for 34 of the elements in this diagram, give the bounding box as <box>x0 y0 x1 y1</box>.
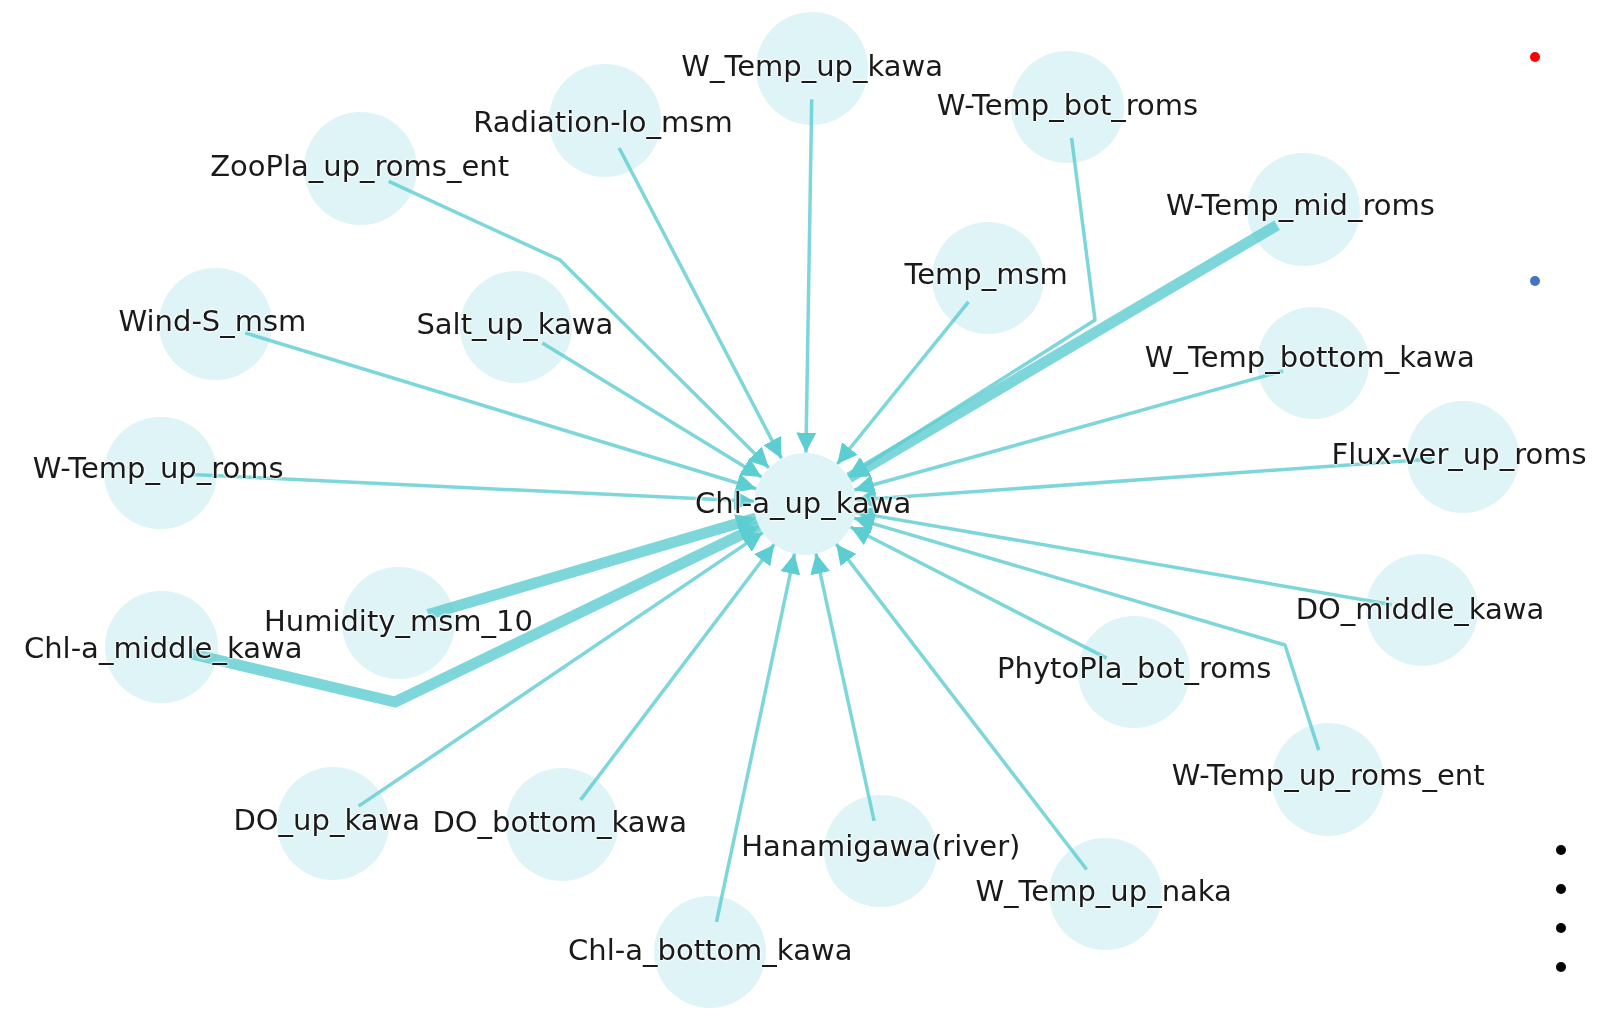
arrow <box>835 300 970 466</box>
node-label: Wind-S_msm <box>118 305 307 339</box>
arrow <box>388 179 771 469</box>
node-label: W-Temp_up_roms <box>32 452 284 486</box>
node-label: Chl-a_bottom_kawa <box>568 933 853 967</box>
arrow <box>796 99 817 453</box>
arrow <box>357 530 764 808</box>
node-label: W-Temp_mid_roms <box>1166 188 1435 223</box>
node-label: ZooPla_up_roms_ent <box>210 150 510 184</box>
arrow <box>244 331 757 493</box>
node-label: Flux-ver_up_roms <box>1331 438 1587 472</box>
node-label: W-Temp_up_roms_ent <box>1171 758 1485 793</box>
arrow <box>714 553 801 923</box>
node-label: W_Temp_bottom_kawa <box>1144 341 1475 375</box>
arrow <box>849 525 1108 660</box>
arrow <box>834 543 1088 871</box>
arrow <box>853 369 1284 495</box>
node-label: DO_up_kawa <box>233 803 420 838</box>
node-label: Radiation-lo_msm <box>473 106 733 140</box>
node-label: Hanamigawa(river) <box>741 830 1021 864</box>
node-label: PhytoPla_bot_roms <box>997 651 1272 685</box>
arrow <box>617 147 783 460</box>
node-label: W_Temp_up_naka <box>975 875 1232 909</box>
node-label: Temp_msm <box>904 258 1068 292</box>
arrow <box>579 543 776 801</box>
node-label: DO_bottom_kawa <box>432 805 687 840</box>
arrow <box>541 341 763 479</box>
node-label: W_Temp_up_kawa <box>681 49 944 84</box>
arrow <box>810 553 876 822</box>
node-label: Salt_up_kawa <box>416 308 614 342</box>
arrow <box>846 220 1280 483</box>
arrow <box>853 514 1321 751</box>
node-label: DO_middle_kawa <box>1295 593 1545 627</box>
node-label: W-Temp_bot_roms <box>936 88 1199 123</box>
